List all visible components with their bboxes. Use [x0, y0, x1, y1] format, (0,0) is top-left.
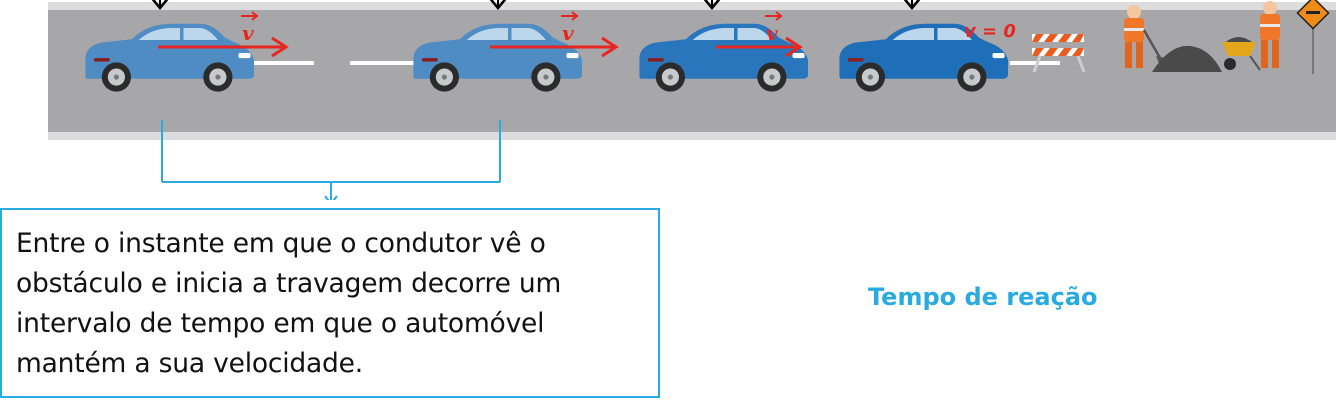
- interval-bracket: [161, 120, 501, 200]
- explanation-box: Entre o instante em que o condutor vê o …: [0, 208, 660, 398]
- velocity-label-3: v: [766, 21, 778, 45]
- velocity-label-2: v: [562, 21, 574, 45]
- warning-sign-icon: [1296, 0, 1330, 74]
- worker-2: [1260, 1, 1280, 68]
- dirt-mound: [1152, 45, 1222, 72]
- velocity-stop-label: v = 0: [964, 21, 1016, 42]
- road-shoulder-top: [48, 2, 1336, 10]
- reaction-time-label: Tempo de reação: [868, 283, 1098, 311]
- road-shoulder-bottom: [48, 132, 1336, 140]
- road-barrier: [1032, 34, 1086, 73]
- wheelbarrow: [1222, 37, 1261, 71]
- velocity-label-1: v: [242, 21, 254, 45]
- road-scene: v v v v = 0: [48, 0, 1336, 200]
- velocity-arrow-3: v: [716, 11, 803, 58]
- velocity-arrow-1: v: [158, 11, 289, 58]
- lane-markings: [250, 61, 1060, 65]
- worker-1: [1124, 5, 1166, 68]
- velocity-arrow-2: v: [490, 11, 619, 58]
